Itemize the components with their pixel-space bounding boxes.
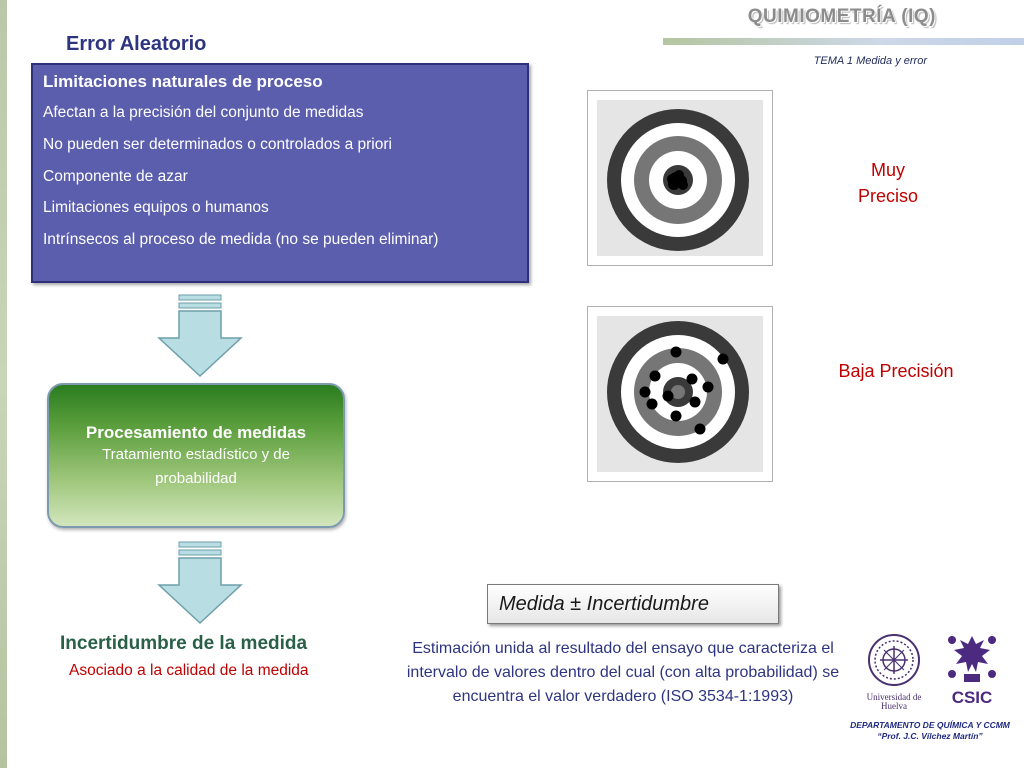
uncertainty-title: Incertidumbre de la medida (60, 633, 308, 654)
slide-title: Error Aleatorio (66, 33, 207, 55)
limitation-item: Limitaciones equipos o humanos (43, 199, 269, 217)
precise-label-line1: Muy (870, 160, 905, 180)
csic-emblem-icon (948, 636, 996, 682)
down-arrow-icon (157, 541, 243, 625)
down-arrow-icon (157, 294, 243, 378)
professor-name: “Prof. J.C. Vílchez Martín” (877, 731, 983, 741)
limitations-title: Limitaciones naturales de proceso (43, 72, 323, 91)
department-name: DEPARTAMENTO DE QUÍMICA Y CCMM (850, 720, 1010, 730)
csic-name: CSIC (951, 688, 993, 707)
processing-box: Procesamiento de medidas Tratamiento est… (47, 383, 345, 528)
university-seal-icon (868, 634, 920, 686)
low-precision-target-icon (587, 306, 773, 482)
left-decor-bar (0, 0, 7, 768)
course-title: QUIMIOMETRÍA (IQ) (747, 6, 936, 27)
header-rule (663, 38, 1024, 45)
limitations-box: Limitaciones naturales de proceso Afecta… (31, 63, 529, 283)
topic-label: TEMA 1 Medida y error (813, 55, 927, 67)
precise-target-icon (587, 90, 773, 266)
precise-label: Muy Preciso (838, 157, 938, 209)
limitation-item: No pueden ser determinados o controlados… (43, 135, 392, 153)
processing-subtitle: Tratamiento estadístico y de probabilida… (102, 446, 290, 487)
department-footer: DEPARTAMENTO DE QUÍMICA Y CCMM “Prof. J.… (836, 720, 1024, 742)
university-name: Universidad de Huelva (866, 692, 922, 711)
limitation-item: Componente de azar (43, 167, 188, 185)
processing-title: Procesamiento de medidas (85, 423, 307, 442)
uncertainty-description: Estimación unida al resultado del ensayo… (406, 640, 840, 705)
uncertainty-subtitle: Asociado a la calidad de la medida (69, 662, 309, 679)
low-precision-label: Baja Precisión (838, 361, 954, 381)
csic-logo: CSIC (944, 632, 1000, 710)
university-logo: Universidad de Huelva (862, 632, 926, 711)
precise-label-line2: Preciso (857, 186, 919, 206)
limitation-item: Afectan a la precisión del conjunto de m… (43, 104, 364, 121)
limitation-item: Intrínsecos al proceso de medida (no se … (43, 231, 439, 249)
measurement-formula: Medida ± Incertidumbre (487, 584, 779, 624)
